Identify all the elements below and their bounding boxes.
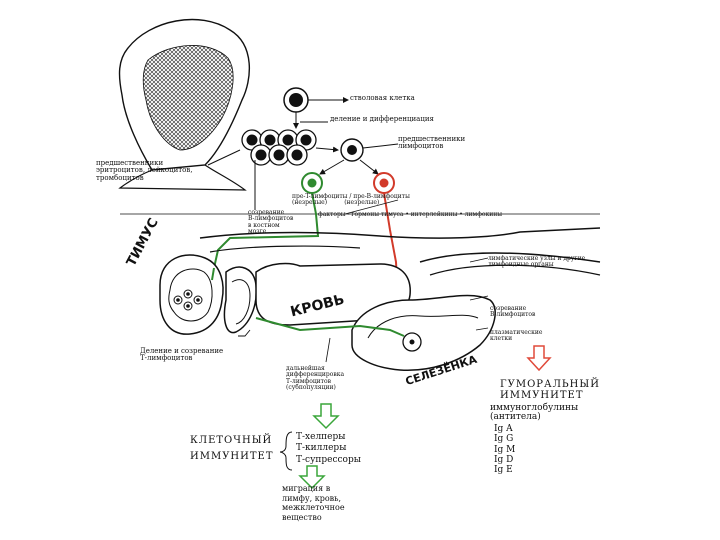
migration-label: миграция в лимфу, кровь, межклеточное ве…	[282, 484, 345, 522]
antibodies-label: иммуноглобулины (антитела)	[490, 403, 579, 423]
spleen-organ	[351, 294, 496, 371]
stem-cell-label: стволовая клетка	[350, 94, 415, 102]
t-types-brace	[279, 431, 293, 471]
division-t-label: Деление и созревание Т-лимфоцитов	[140, 347, 224, 363]
ig-list: Ig A Ig G Ig M Ig D Ig E	[494, 424, 516, 476]
maturation-b-pointer	[469, 295, 489, 301]
arrow-to-cellular	[312, 403, 340, 430]
lymph-node-band	[419, 252, 601, 263]
pre-t-cell	[301, 172, 323, 194]
myeloid-pointer	[207, 149, 241, 166]
lymphoid-label-pointer	[362, 143, 399, 149]
lymph-nodes-pointer	[469, 257, 489, 263]
factors-pointer	[344, 199, 399, 215]
to-t-arrow	[319, 159, 345, 175]
bone-marrow-bone	[118, 18, 250, 191]
division-label: деление и дифференциация	[330, 115, 434, 123]
to-lymphoid-arrow	[315, 146, 339, 153]
myeloid-precursor-label: предшественники эритроцитов, лейкоцитов,…	[96, 159, 193, 182]
to-b-arrow	[359, 159, 379, 175]
humoral-immunity-title: ГУМОРАЛЬНЫЙ ИММУНИТЕТ	[500, 379, 600, 401]
division-t-pointer	[238, 329, 251, 337]
t-cell-path-top	[213, 192, 320, 269]
maturation-b-label: созревание В-лимфоцитов	[490, 305, 536, 319]
t-cell-path-bottom	[211, 267, 405, 337]
vessel-inner	[209, 245, 361, 253]
lymphoid-precursor-label: предшественники лимфоцитов	[398, 135, 466, 151]
lymphoid-precursor-cell	[340, 138, 364, 162]
in-marrow-label: созревание В-лимфоцитов в костном мозге	[248, 209, 294, 235]
t-cell-types: Т-хелперы Т-киллеры Т-супрессоры	[296, 432, 361, 465]
lymph-node-band-inner	[429, 264, 601, 276]
t-b-precursor-label: пре-T-лимфоциты / пре-В-лимфоциты (незре…	[292, 193, 410, 207]
dividing-cells-cluster	[241, 129, 317, 166]
further-diff-pointer	[325, 337, 331, 363]
vessel-top	[199, 227, 601, 239]
thymus-organ	[159, 254, 258, 335]
factors-label: факторы - гормоны тимуса • интерлейкины …	[318, 211, 503, 218]
plasma-cells-label: плазматические клетки	[490, 329, 543, 343]
pre-b-cell	[373, 172, 395, 194]
plasma-pointer	[475, 327, 489, 331]
arrow-to-migration	[298, 465, 326, 490]
arrow-to-humoral	[526, 345, 552, 372]
lymph-nodes-label: лимфатические узлы и другие лимфоидные о…	[488, 255, 586, 269]
cellular-immunity-title: КЛЕТОЧНЫЙ ИММУНИТЕТ	[190, 435, 274, 462]
further-differentiation-label: дальнейшая дифференцировка Т-лимфоцитов …	[286, 365, 345, 391]
stem-cell	[283, 87, 309, 113]
